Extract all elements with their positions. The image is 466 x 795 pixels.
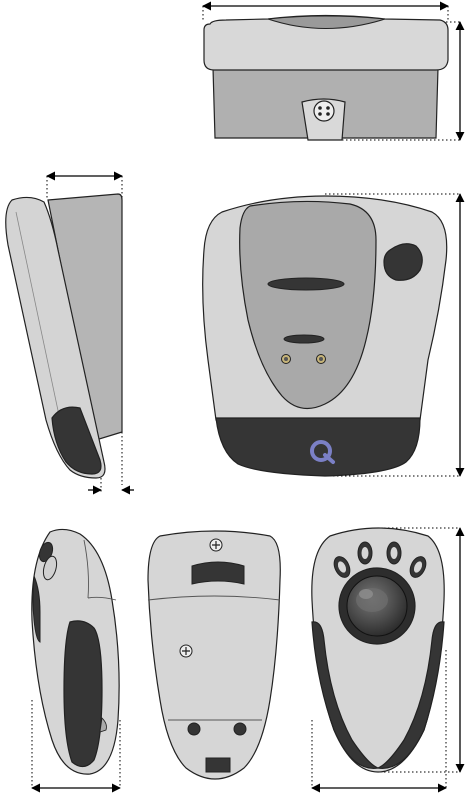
right-side-view	[32, 529, 120, 788]
ps2-connector	[314, 101, 334, 121]
bottom-view	[148, 531, 280, 779]
left-side-view	[6, 176, 134, 493]
bottom-label-dark	[192, 562, 244, 584]
foot-right	[234, 723, 246, 735]
front-slot-lower	[284, 335, 324, 343]
top-down-view	[312, 528, 460, 788]
front-base-dark	[216, 418, 420, 476]
top-view	[203, 6, 460, 140]
cable-exit	[206, 758, 230, 772]
foot-left	[188, 723, 200, 735]
front-slot-upper	[268, 278, 344, 290]
side2-grip	[64, 621, 102, 767]
front-view: Q	[203, 194, 460, 476]
